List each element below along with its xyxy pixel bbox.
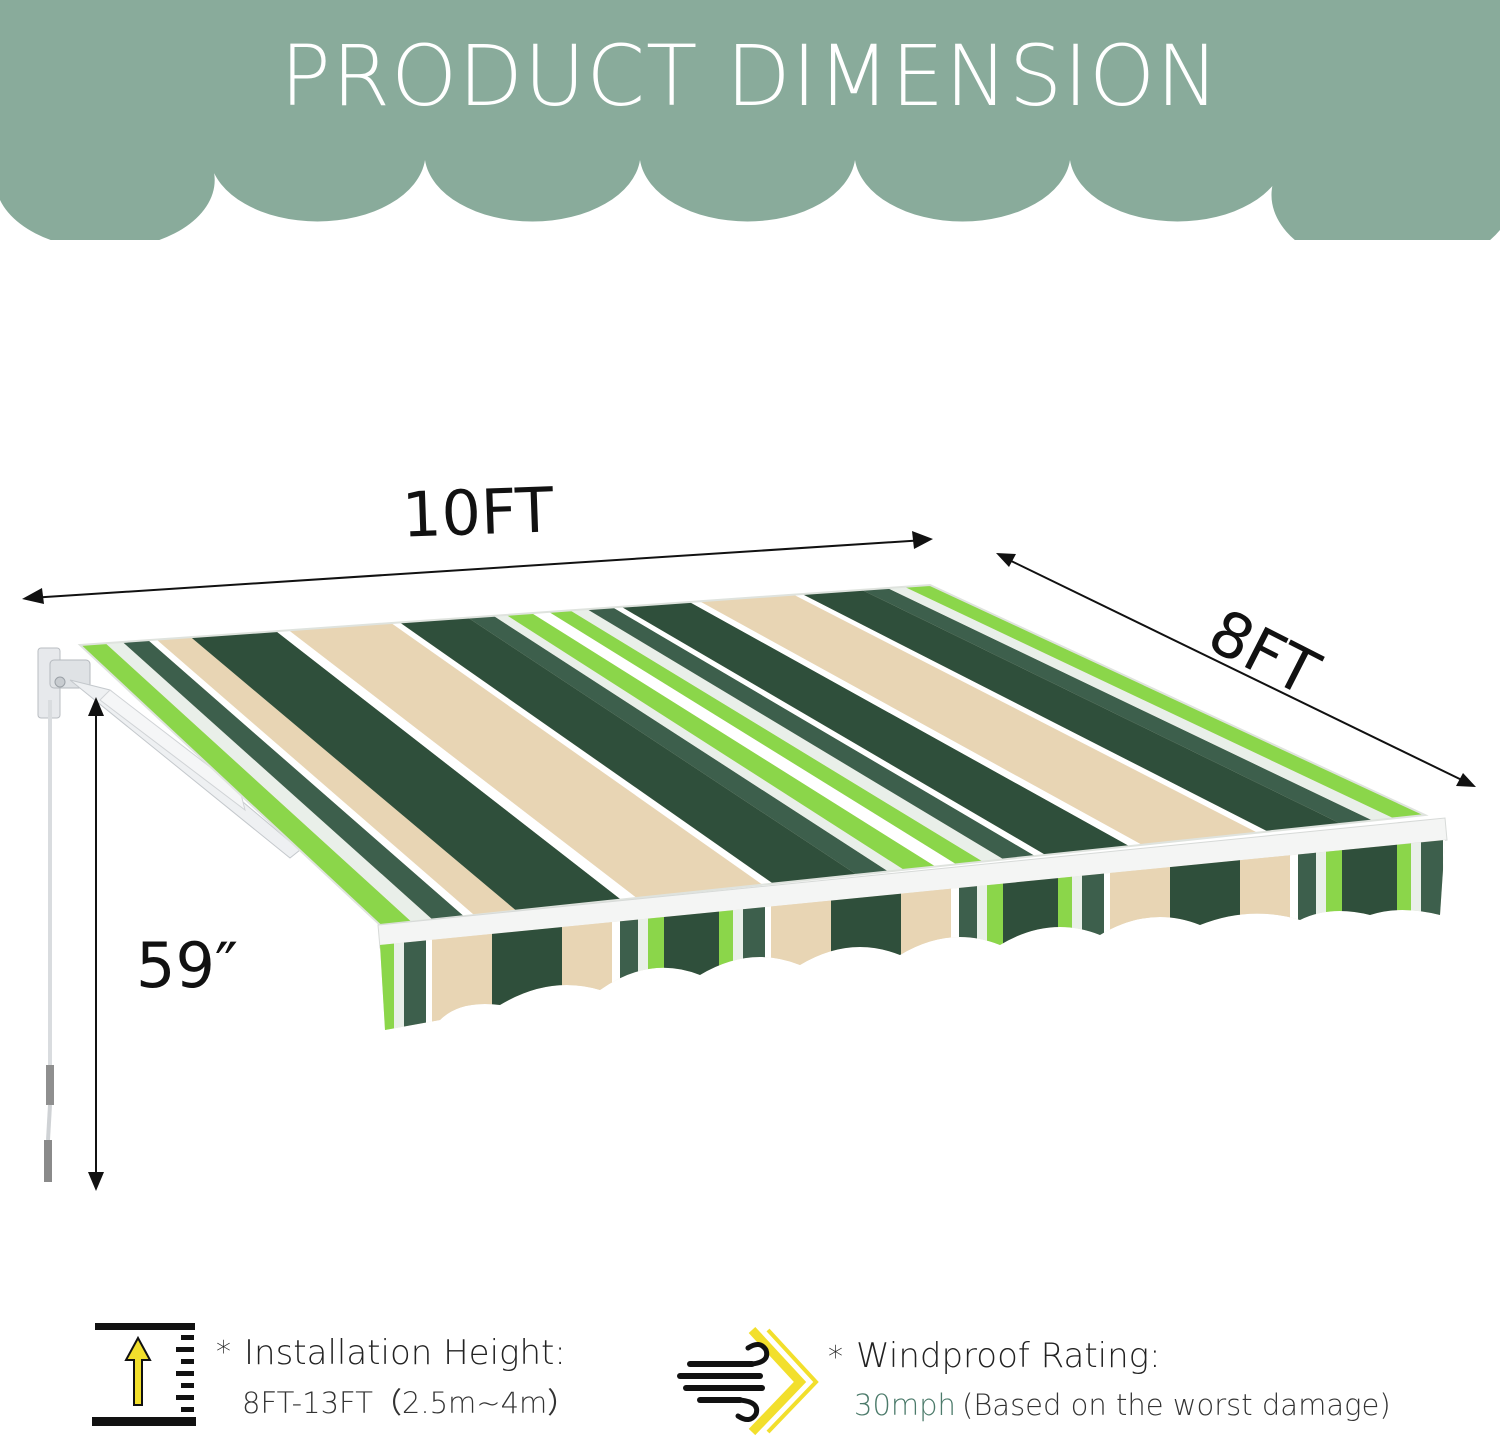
canopy-stripe [391,622,774,885]
canopy-stripe [148,639,475,917]
valance-stripe [733,840,743,1030]
header-banner [0,0,1500,240]
canopy-stripe [587,607,1036,860]
valance-stripe [1397,840,1411,1030]
valance-stripe [1058,840,1072,1030]
canopy-stripe [80,643,412,925]
valance-stripe [1342,840,1397,1030]
awning-canopy [80,585,1425,925]
valance-stripe [1421,840,1443,1030]
bullet-asterisk: * [216,1335,231,1370]
width-dimension-arrow [22,531,933,604]
valance-stripe [638,840,648,1030]
windproof-rating-title: Windproof Rating: [856,1336,1161,1376]
valance-stripe [1449,820,1500,1050]
installation-height-value: 8FT-13FT（2.5m~4m） [242,1386,577,1420]
crank-handle [44,700,54,1182]
canopy-stripe [548,610,983,865]
canopy-stripe [190,631,622,911]
valance-stripe [612,840,620,1030]
height-ruler-icon [92,1323,196,1426]
wind-icon [677,1326,819,1436]
canopy-stripe [793,594,1268,833]
valance-stripe [951,840,959,1030]
canopy-stripe [506,613,936,870]
canopy-stripe [887,586,1394,821]
height-dimension-arrow [88,697,104,1191]
canopy-stripe [531,611,957,867]
canopy-stripe [105,641,433,922]
windproof-rating-note: (Based on the worst damage) [962,1388,1391,1422]
canopy-stripe [621,601,1130,855]
bullet-asterisk: * [828,1340,843,1375]
canopy-stripe [612,606,1046,857]
windproof-rating-value: 30mph [854,1388,956,1422]
valance-stripe [1443,840,1445,1030]
valance-stripe [977,840,987,1030]
valance-stripe [765,840,771,1030]
canopy-stripe [276,630,637,900]
canopy-stripe [570,609,1004,862]
page-title: PRODUCT DIMENSION [280,27,1220,125]
canopy-stripe [802,589,1342,832]
canopy-stripe [467,615,889,875]
canopy-stripe [861,588,1373,824]
canopy-stripe [122,640,464,920]
valance-stripe [1326,840,1342,1030]
valance-stripe [1298,840,1316,1030]
wall-bracket [37,647,91,719]
width-label: 10FT [400,473,555,552]
depth-dimension-arrow [996,553,1476,787]
installation-height-title: Installation Height: [244,1333,566,1373]
canopy-stripe [689,601,1143,847]
valance-stripe [1316,840,1326,1030]
canopy-stripe [156,637,517,916]
canopy-stripe [904,585,1425,819]
canopy-stripe [288,623,763,898]
canopy-stripe [399,617,857,884]
height-label: 59″ [136,929,239,1002]
valance-stripe [1411,840,1421,1030]
scalloped-banner-shape [0,0,1500,240]
canopy-stripe [493,614,905,872]
front-bar [377,817,1448,949]
canopy-stripe [699,594,1258,845]
